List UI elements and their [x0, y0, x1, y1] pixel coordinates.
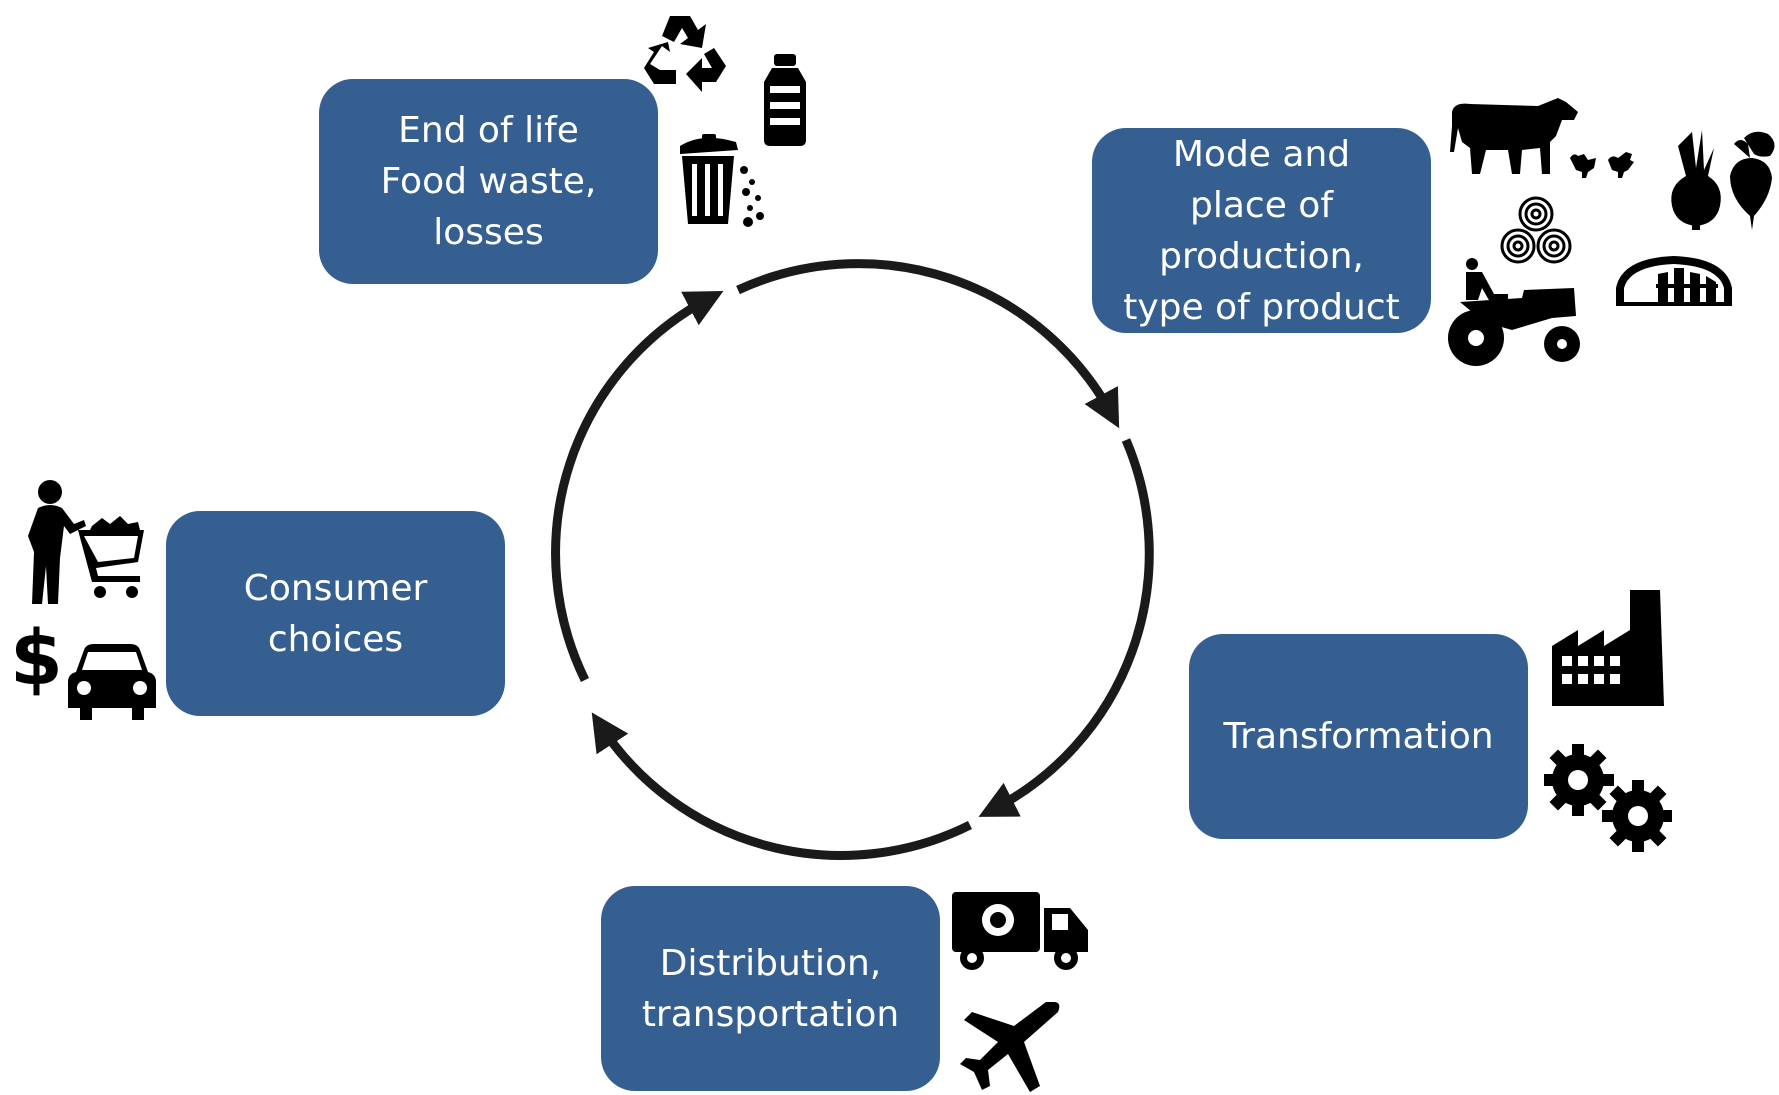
stage-label-line: place of — [1190, 184, 1333, 226]
stage-label-line: production, — [1159, 235, 1364, 277]
dollar-symbol: $ — [10, 613, 63, 702]
car-icon — [68, 644, 156, 720]
beet-icon — [1730, 131, 1775, 230]
delivery-truck-icon — [952, 892, 1088, 970]
stage-label-line: Transformation — [1223, 716, 1494, 757]
stage-label-line: losses — [433, 212, 544, 253]
stage-production: Mode and place of production, type of pr… — [1092, 128, 1431, 333]
arrow-distribution-to-end — [551, 290, 724, 682]
greenhouse-icon — [1616, 256, 1732, 306]
chicken-icon — [1570, 152, 1634, 178]
arrow-end-to-production — [736, 259, 1120, 429]
stage-label-line: End of life — [398, 110, 579, 151]
stage-consumer: Consumer choices — [166, 511, 505, 716]
stage-distribution: Distribution, transportation — [601, 886, 940, 1091]
arrow-transformation-to-distribution — [591, 712, 973, 860]
stage-label-line: Consumer — [243, 567, 428, 609]
factory-icon — [1552, 590, 1664, 706]
stage-label-line: Mode and — [1172, 133, 1351, 175]
stage-label-line: Distribution, — [659, 942, 882, 984]
hay-bales-icon — [1500, 196, 1572, 264]
stage-label-line: transportation — [641, 993, 900, 1035]
airplane-icon — [960, 1002, 1060, 1092]
stage-label-line: Food waste, — [380, 161, 597, 202]
stage-end-of-life: End of life Food waste, losses — [319, 79, 658, 284]
stage-label-line: choices — [267, 618, 404, 660]
cow-icon — [1450, 98, 1578, 174]
shopper-cart-icon — [28, 480, 144, 604]
stage-transformation: Transformation — [1189, 634, 1528, 839]
gears-icon — [1544, 744, 1672, 852]
tractor-icon — [1448, 258, 1580, 366]
arrow-production-to-transformation — [978, 438, 1154, 817]
bottle-icon — [764, 54, 806, 146]
recycle-icon — [644, 16, 726, 92]
dollar-icon: $ — [10, 620, 63, 696]
onion-icon — [1671, 130, 1721, 230]
stage-label-line: type of product — [1123, 286, 1400, 328]
trash-can-icon — [680, 134, 764, 227]
